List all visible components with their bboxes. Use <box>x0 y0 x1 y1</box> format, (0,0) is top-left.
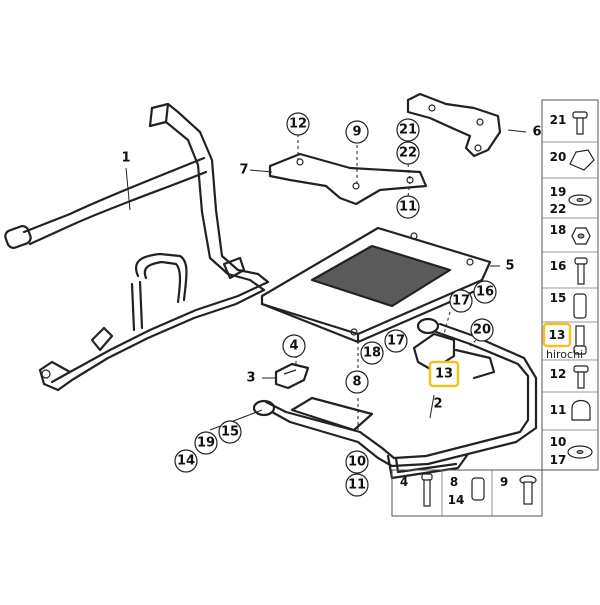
watermark: hirochi <box>546 348 583 361</box>
sidebar-highlight-13 <box>542 322 572 348</box>
callout-14: 14 <box>174 449 198 473</box>
label-part-1: 1 <box>121 151 130 166</box>
hex-nut-icon <box>571 227 591 245</box>
sidebar-label-19: 19 <box>550 185 567 199</box>
sidebar-label-10: 10 <box>550 435 567 449</box>
cap-nut-icon <box>571 399 591 421</box>
stud-icon <box>573 325 587 355</box>
svg-text:20: 20 <box>473 323 491 338</box>
svg-text:11: 11 <box>399 200 417 215</box>
sidebar-label-20: 20 <box>550 150 567 164</box>
bottom-label-8: 8 <box>450 475 458 489</box>
sidebar-label-16: 16 <box>550 259 567 273</box>
sidebar-label-12: 12 <box>550 367 567 381</box>
svg-text:17: 17 <box>452 294 470 309</box>
label-part-5: 5 <box>505 259 514 274</box>
sidebar-label-18: 18 <box>550 223 567 237</box>
bottom-label-4: 4 <box>400 475 408 489</box>
svg-text:15: 15 <box>221 425 239 440</box>
highlight-callout-13: 13 <box>428 360 460 388</box>
hardware-bottom-grid: 4 8 14 9 <box>391 469 543 517</box>
clip-nut-icon <box>569 149 595 171</box>
callout-17b: 17 <box>384 329 408 353</box>
callout-11: 11 <box>396 195 420 219</box>
label-part-7: 7 <box>239 163 248 178</box>
svg-text:9: 9 <box>352 125 361 140</box>
bottom-label-14: 14 <box>448 493 465 507</box>
callout-15: 15 <box>218 420 242 444</box>
svg-text:4: 4 <box>289 339 298 354</box>
svg-text:14: 14 <box>177 454 195 469</box>
sidebar-label-21: 21 <box>550 113 567 127</box>
screw-icon <box>572 111 588 135</box>
screw-icon <box>519 475 537 505</box>
hardware-sidebar: 21 20 19 22 18 16 15 13 hirochi 12 11 10… <box>541 99 599 471</box>
part-3-clip <box>274 362 310 390</box>
callout-20: 20 <box>470 318 494 342</box>
callout-22: 22 <box>396 141 420 165</box>
part-labels: 1 2 3 5 6 7 <box>121 125 541 412</box>
callout-17: 17 <box>449 289 473 313</box>
sleeve-icon <box>471 477 485 501</box>
washer-icon <box>567 445 593 459</box>
svg-text:10: 10 <box>348 455 366 470</box>
sidebar-label-13: 13 <box>549 328 566 342</box>
sidebar-label-11: 11 <box>550 403 567 417</box>
sidebar-label-17: 17 <box>550 453 567 467</box>
part-1-frame <box>4 102 270 392</box>
svg-text:17: 17 <box>387 334 405 349</box>
svg-text:8: 8 <box>352 375 361 390</box>
sidebar-label-22: 22 <box>550 202 567 216</box>
label-part-6: 6 <box>532 125 541 140</box>
bolt-icon <box>574 257 588 285</box>
sleeve-icon <box>573 293 587 319</box>
callout-11b: 11 <box>345 473 369 497</box>
svg-text:16: 16 <box>476 285 494 300</box>
callout-12: 12 <box>286 112 310 136</box>
washer-icon <box>568 194 592 206</box>
part-2-lower-frame <box>252 317 538 480</box>
callouts: 12 9 21 22 11 17 16 17 18 20 4 8 15 19 1… <box>174 112 497 497</box>
callout-4: 4 <box>282 334 306 358</box>
svg-text:18: 18 <box>363 346 381 361</box>
bolt-icon <box>421 473 433 507</box>
svg-text:21: 21 <box>399 123 417 138</box>
svg-text:13: 13 <box>435 367 453 382</box>
callout-21: 21 <box>396 118 420 142</box>
sidebar-label-15: 15 <box>550 291 567 305</box>
label-part-2: 2 <box>433 397 442 412</box>
callout-16: 16 <box>473 280 497 304</box>
svg-text:19: 19 <box>197 436 215 451</box>
part-5-baseplate <box>260 226 492 344</box>
part-6-bracket <box>406 92 502 158</box>
screw-icon <box>573 365 589 389</box>
label-part-3: 3 <box>246 371 255 386</box>
bottom-label-9: 9 <box>500 475 508 489</box>
callout-9: 9 <box>345 120 369 144</box>
svg-text:11: 11 <box>348 478 366 493</box>
callout-8: 8 <box>345 370 369 394</box>
callout-18: 18 <box>360 341 384 365</box>
svg-text:12: 12 <box>289 117 307 132</box>
callout-10: 10 <box>345 450 369 474</box>
callout-19: 19 <box>194 431 218 455</box>
svg-text:22: 22 <box>399 146 417 161</box>
